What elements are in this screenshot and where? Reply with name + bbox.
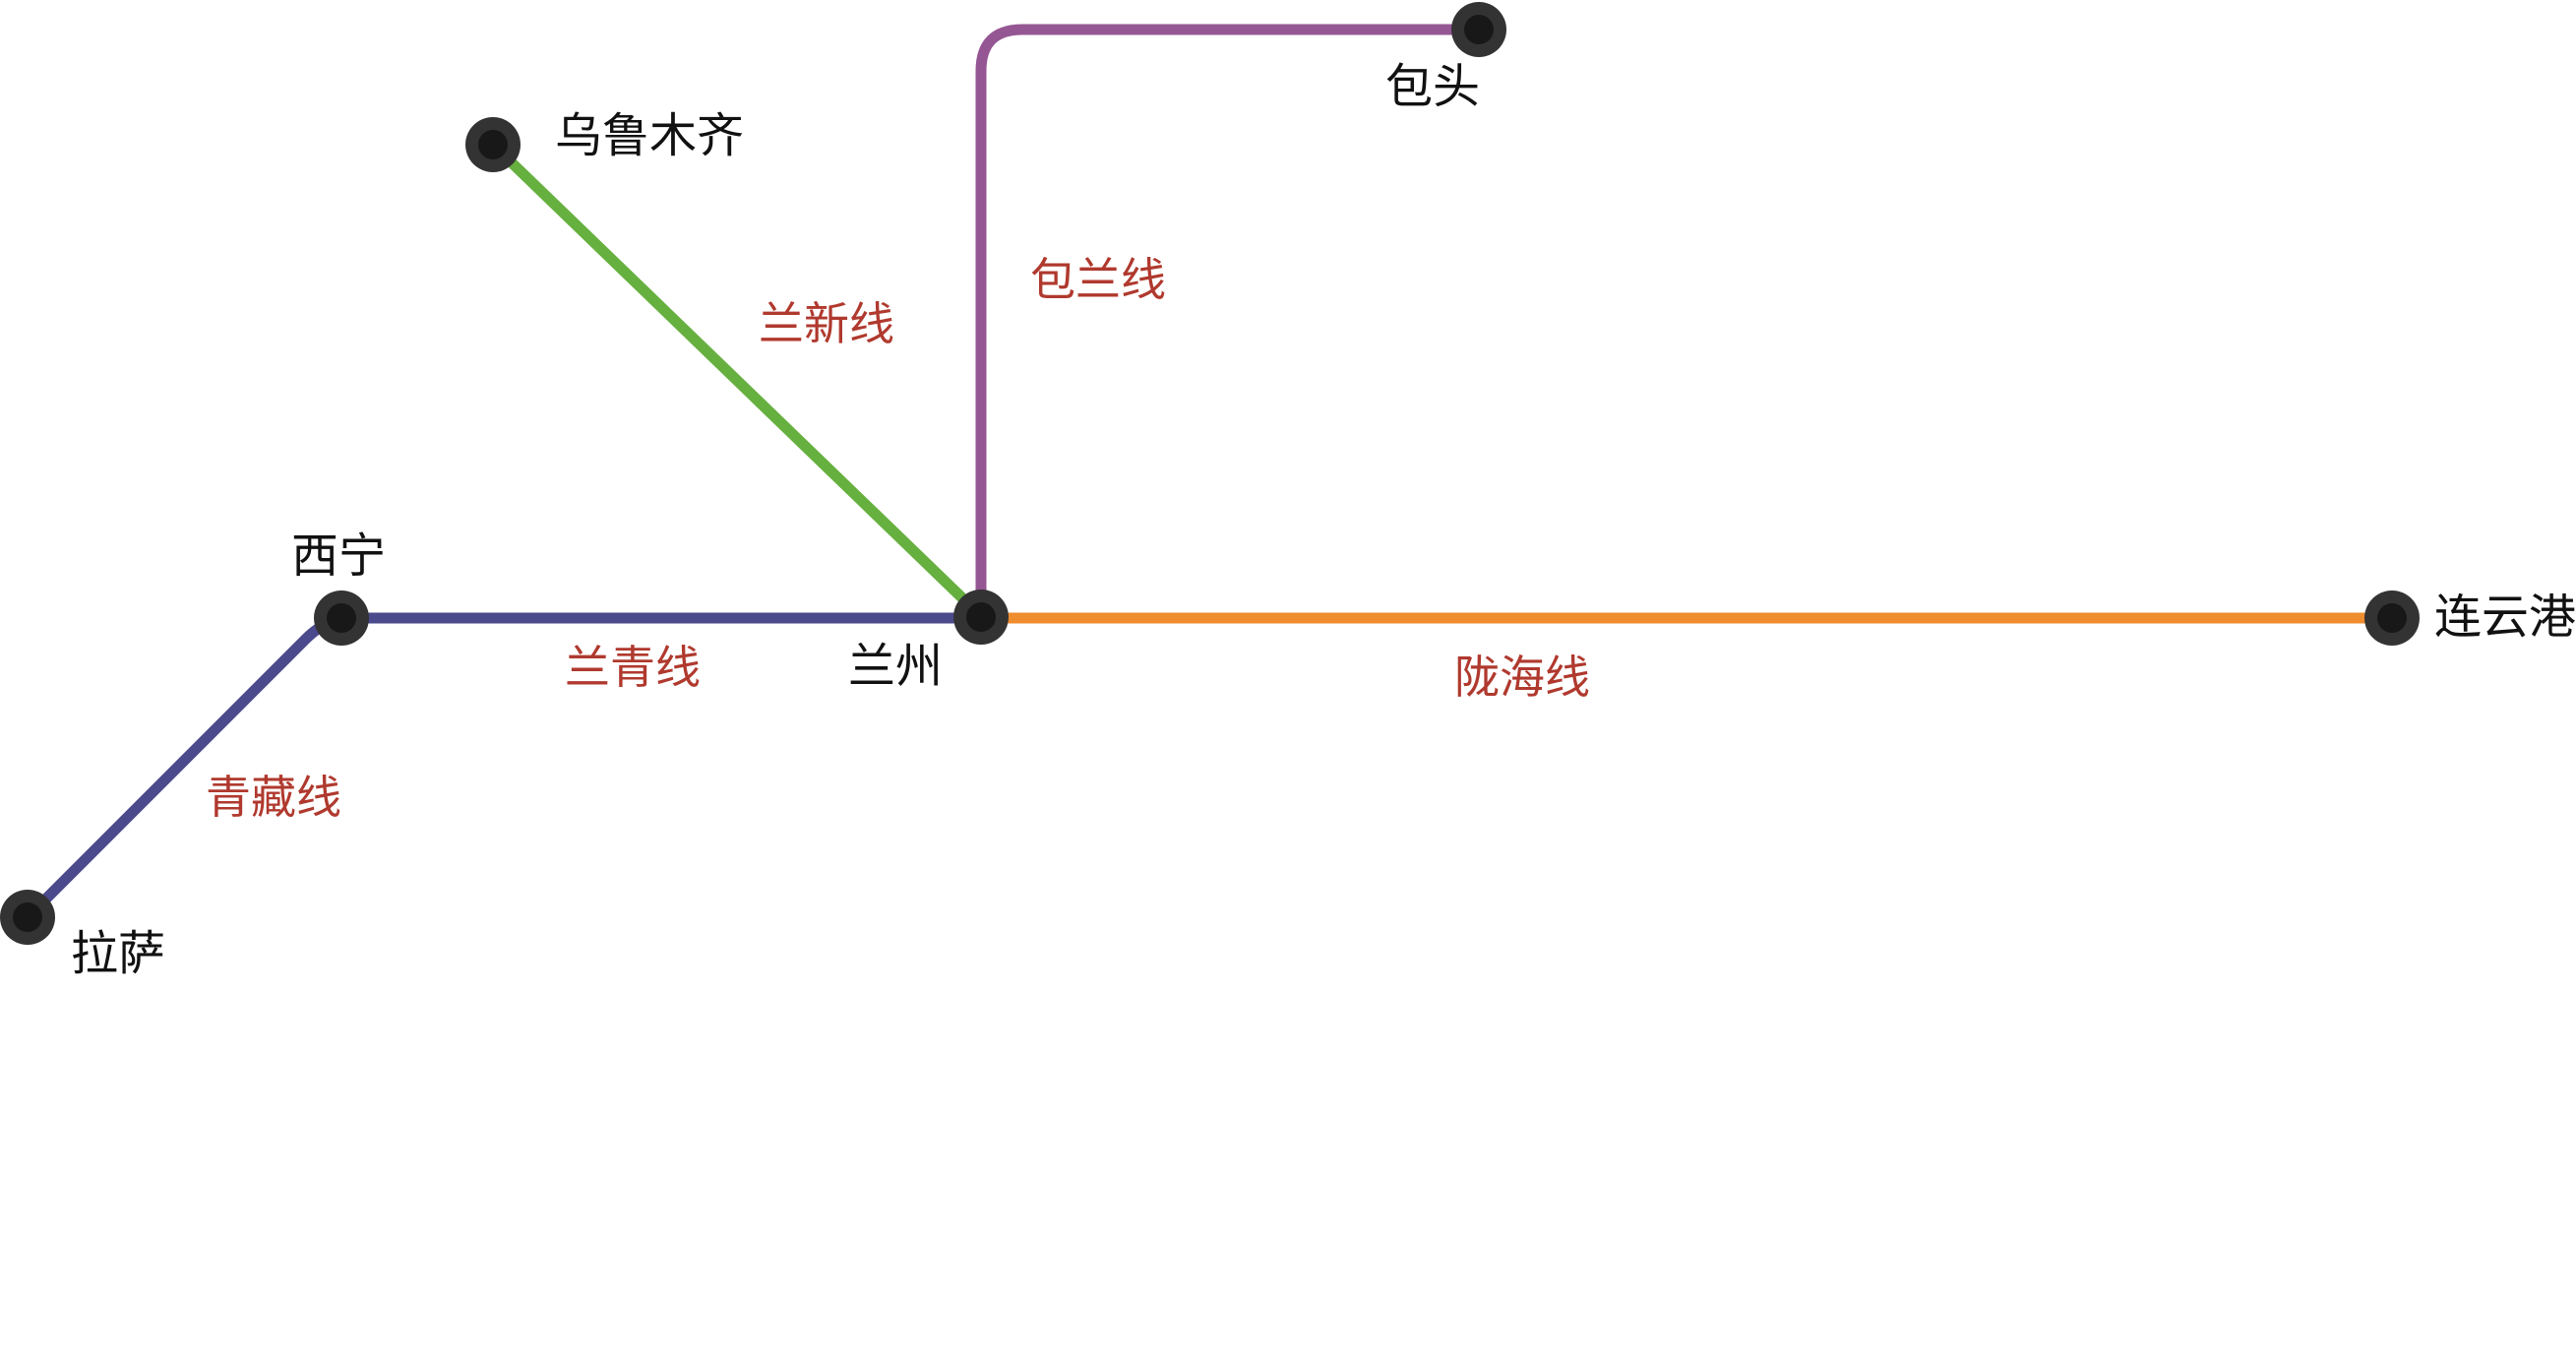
- station-label-baotou: 包头: [1385, 59, 1480, 114]
- line-label-baolan: 包兰线: [1030, 253, 1166, 306]
- station-label-lianyungang: 连云港: [2434, 590, 2576, 645]
- qingzang-line[interactable]: [22, 612, 347, 923]
- baolan-line[interactable]: [975, 24, 1485, 622]
- line-label-qingzang: 青藏线: [206, 771, 341, 824]
- line-label-longhai: 陇海线: [1454, 651, 1590, 704]
- station-label-urumqi: 乌鲁木齐: [555, 108, 744, 163]
- station-node-baotou[interactable]: [1451, 2, 1506, 57]
- station-node-lanzhou[interactable]: [953, 590, 1009, 645]
- station-label-xining: 西宁: [291, 528, 386, 584]
- station-node-lianyungang[interactable]: [2364, 590, 2420, 646]
- station-node-xining[interactable]: [314, 590, 369, 646]
- station-label-lanzhou: 兰州: [848, 639, 943, 694]
- station-node-lhasa[interactable]: [0, 890, 55, 945]
- lanxin-line[interactable]: [487, 139, 987, 622]
- station-label-lhasa: 拉萨: [71, 926, 165, 981]
- line-label-lanxin: 兰新线: [759, 297, 894, 350]
- station-node-urumqi[interactable]: [465, 117, 521, 172]
- line-label-lanqing: 兰青线: [565, 641, 701, 694]
